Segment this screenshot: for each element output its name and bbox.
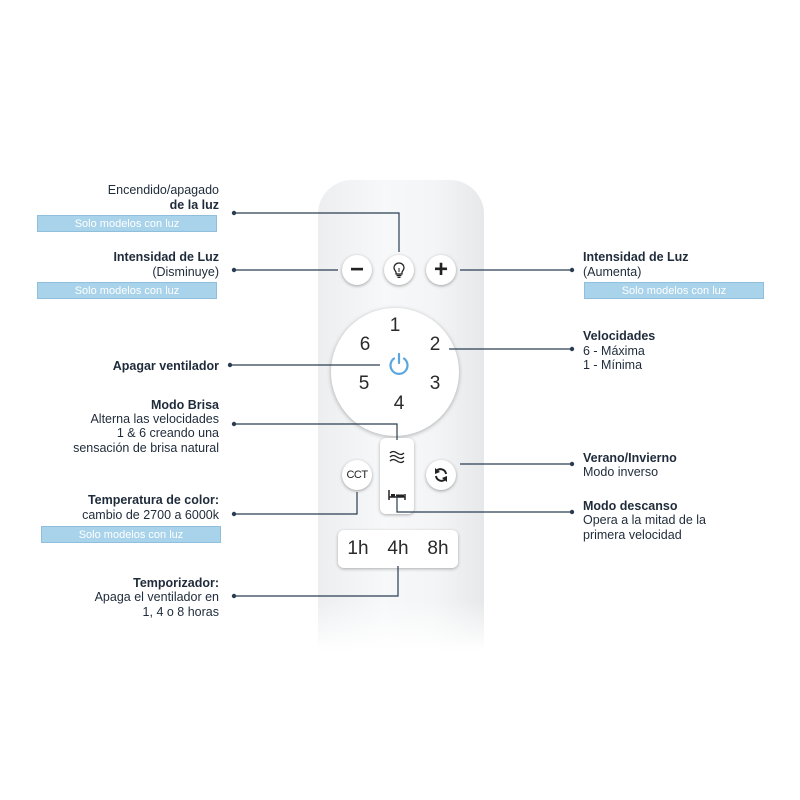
label-light-up-title: Intensidad de Luz [583,250,689,264]
label-color-temp-line1: cambio de 2700 a 6000k [82,508,219,522]
label-summer-winter-title: Verano/Invierno [583,451,677,465]
label-rest-mode-title: Modo descanso [583,499,678,513]
light-toggle-button[interactable] [384,255,414,285]
plus-icon: + [433,256,448,283]
tag-light-down: Solo modelos con luz [37,282,217,299]
breeze-mode-button[interactable] [380,438,414,476]
tag-color-temp: Solo modelos con luz [41,526,221,543]
remote-bottom-fade [318,600,484,660]
minus-icon: − [349,256,364,283]
leader-breeze [234,423,398,440]
label-color-temp-title: Temperatura de color: [87,493,219,507]
speed-2-button[interactable]: 2 [429,334,441,355]
cct-button[interactable]: CCT [342,460,372,490]
label-speeds-line1: 6 - Máxima [583,344,645,358]
label-speeds-title: Velocidades [583,329,656,343]
speed-5-button[interactable]: 5 [358,373,370,394]
label-breeze-line1: Alterna las velocidades [90,412,219,426]
label-breeze-line3: sensación de brisa natural [73,441,219,455]
fan-power-button[interactable] [381,346,417,382]
label-breeze-title: Modo Brisa [150,398,219,412]
leader-light-toggle [234,212,400,252]
label-timer-line2: 1, 4 o 8 horas [142,605,219,619]
label-light-down-sub: (Disminuye) [152,265,219,279]
speed-6-button[interactable]: 6 [359,334,371,355]
rest-mode-button[interactable] [380,476,414,514]
tag-light-up: Solo modelos con luz [584,282,764,299]
leader-timer [234,566,399,597]
speed-4-button[interactable]: 4 [393,393,405,414]
leader-color-temp [234,492,358,515]
wind-waves-icon [389,450,405,464]
label-timer-line1: Apaga el ventilador en [94,590,219,604]
label-light-toggle-line1: Encendido/apagado [107,183,219,197]
label-breeze-line2: 1 & 6 creando una [116,426,219,440]
label-light-down-title: Intensidad de Luz [113,250,219,264]
speed-1-button[interactable]: 1 [389,315,401,336]
label-light-up-sub: (Aumenta) [583,265,642,279]
lightbulb-icon [393,262,405,278]
tag-light-toggle: Solo modelos con luz [37,215,217,232]
leader-rest-mode [396,496,572,513]
summer-winter-button[interactable] [426,460,456,490]
label-rest-mode-line2: primera velocidad [583,528,682,542]
light-up-button[interactable]: + [426,255,456,285]
timer-1h-button[interactable]: 1h [347,538,369,559]
light-down-button[interactable]: − [342,255,372,285]
bed-icon [388,490,406,500]
label-summer-winter-line1: Modo inverso [583,465,659,479]
label-light-toggle-line2: de la luz [169,198,219,212]
speed-3-button[interactable]: 3 [429,373,441,394]
label-timer-title: Temporizador: [133,576,219,590]
cct-label: CCT [346,469,368,481]
timer-8h-button[interactable]: 8h [427,538,449,559]
label-rest-mode-line1: Opera a la mitad de la [583,513,706,527]
label-speeds-line2: 1 - Mínima [583,358,643,372]
timer-4h-button[interactable]: 4h [387,538,409,559]
power-icon [389,352,409,375]
label-fan-off: Apagar ventilador [112,359,219,373]
timer-bar: 1h 4h 8h [338,530,458,568]
reverse-rotation-icon [435,468,447,482]
